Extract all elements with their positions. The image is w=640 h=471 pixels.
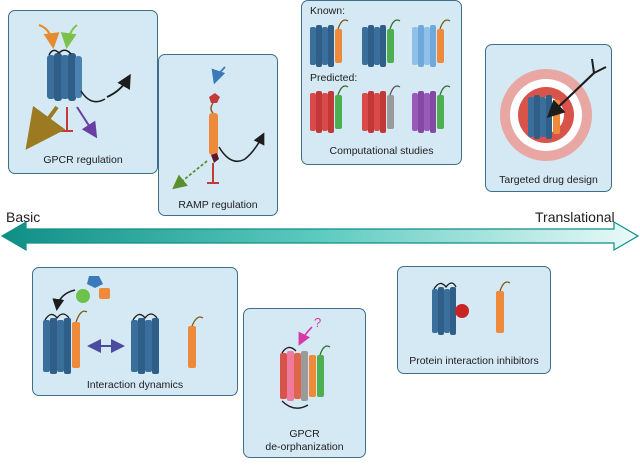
computational-studies-label: Computational studies — [329, 145, 434, 157]
axis-left-label: Basic — [6, 209, 41, 225]
ramp-regulation-illustration — [172, 66, 265, 190]
ligand-triangle-icon — [87, 276, 103, 288]
known-complex-2 — [362, 19, 401, 67]
gpcr-deorphanization-panel: ? GPCR de-orphanization — [243, 308, 366, 458]
known-complex-3 — [412, 19, 451, 67]
drug-arrow-icon — [546, 72, 595, 119]
protein-interaction-inhibitors-illustration — [432, 281, 511, 335]
gpcr-receptor-icon — [47, 49, 106, 103]
gpcr-regulation-illustration — [25, 24, 131, 150]
computational-studies-illustration — [310, 19, 451, 133]
ligand-icon — [209, 93, 220, 103]
inhibitor-icon — [455, 304, 469, 318]
computational-studies-panel: Known: Predicted: — [301, 0, 462, 165]
interaction-dynamics-illustration — [43, 276, 204, 374]
gpcr-deorphanization-illustration: ? — [280, 315, 331, 409]
known-label: Known: — [310, 5, 346, 17]
gpcr-deorphanization-label-line1: GPCR — [289, 428, 320, 440]
known-complex-1 — [310, 19, 349, 67]
ramp-regulation-panel: RAMP regulation — [158, 54, 278, 216]
targeted-drug-design-label: Targeted drug design — [499, 174, 598, 186]
interaction-dynamics-panel: Interaction dynamics — [32, 267, 238, 396]
predicted-label: Predicted: — [310, 72, 358, 84]
gpcr-deorphanization-label-line2: de-orphanization — [265, 441, 344, 453]
axis-right-label: Translational — [535, 209, 615, 225]
predicted-complex-1 — [310, 85, 349, 133]
targeted-drug-design-panel: Targeted drug design — [485, 44, 612, 192]
predicted-complex-3 — [412, 85, 451, 133]
targeted-drug-design-illustration — [500, 58, 607, 161]
ramp-icon — [209, 113, 218, 155]
gpcr-regulation-panel: GPCR regulation — [8, 10, 158, 174]
protein-interaction-inhibitors-label: Protein interaction inhibitors — [409, 355, 539, 367]
ramp-regulation-label: RAMP regulation — [178, 199, 258, 211]
protein-interaction-inhibitors-panel: Protein interaction inhibitors — [397, 266, 551, 374]
interaction-dynamics-label: Interaction dynamics — [86, 379, 184, 391]
ligand-square-icon — [99, 288, 110, 299]
question-mark-icon: ? — [314, 315, 321, 330]
predicted-complex-2 — [362, 85, 401, 133]
gpcr-regulation-label: GPCR regulation — [43, 154, 123, 166]
ligand-sphere-icon — [76, 289, 90, 303]
